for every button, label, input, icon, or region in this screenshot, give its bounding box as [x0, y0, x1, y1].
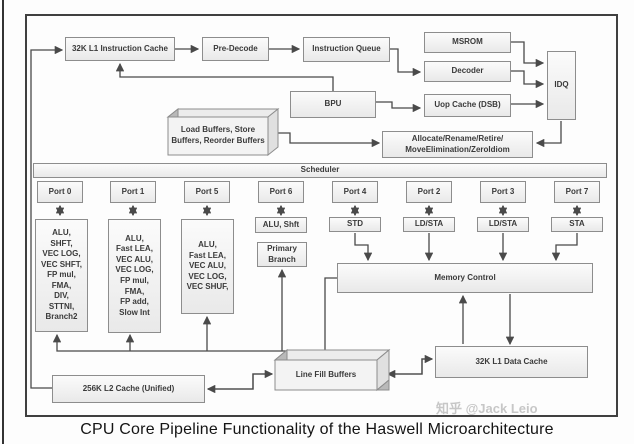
- node-port-7: Port 7: [554, 181, 600, 203]
- left-edge-strip: [2, 0, 4, 444]
- node-port6-alu-shft: ALU, Shft: [255, 217, 307, 233]
- node-port-6: Port 6: [258, 181, 304, 203]
- node-memory-control: Memory Control: [337, 263, 593, 293]
- node-port5-units: ALU, Fast LEA, VEC ALU, VEC LOG, VEC SHU…: [181, 219, 234, 314]
- node-port-2: Port 2: [406, 181, 452, 203]
- node-port4-std: STD: [329, 217, 381, 232]
- node-l1-instruction-cache: 32K L1 Instruction Cache: [65, 37, 175, 61]
- node-port-3: Port 3: [480, 181, 526, 203]
- node-instruction-queue: Instruction Queue: [303, 37, 390, 62]
- watermark: 知乎 @Jack Leio: [436, 401, 538, 416]
- node-load-store-reorder-buffers: Load Buffers, Store Buffers, Reorder Buf…: [171, 125, 265, 145]
- node-l2-cache: 256K L2 Cache (Unified): [52, 375, 205, 403]
- node-port-0: Port 0: [37, 181, 83, 203]
- node-line-fill-buffers: Line Fill Buffers: [295, 369, 357, 379]
- node-port-1: Port 1: [110, 181, 156, 203]
- node-allocate-rename-retire: Allocate/Rename/Retire/ MoveElimination/…: [382, 131, 533, 158]
- node-bpu: BPU: [290, 91, 376, 118]
- node-port-4: Port 4: [332, 181, 378, 203]
- node-port7-sta: STA: [551, 217, 603, 232]
- node-port3-ldsta: LD/STA: [477, 217, 529, 232]
- node-decoder: Decoder: [424, 61, 511, 82]
- diagram-border: [25, 14, 618, 417]
- node-l1-data-cache: 32K L1 Data Cache: [435, 346, 588, 378]
- node-msrom: MSROM: [424, 32, 511, 53]
- node-port2-ldsta: LD/STA: [403, 217, 455, 232]
- diagram-caption: CPU Core Pipeline Functionality of the H…: [80, 421, 554, 438]
- node-pre-decode: Pre-Decode: [202, 37, 269, 61]
- node-port1-units: ALU, Fast LEA, VEC ALU, VEC LOG, FP mul,…: [108, 219, 161, 333]
- node-scheduler: Scheduler: [33, 163, 607, 178]
- node-idq: IDQ: [547, 51, 576, 120]
- node-uop-cache: Uop Cache (DSB): [424, 94, 511, 117]
- node-primary-branch: Primary Branch: [257, 242, 307, 267]
- node-port0-units: ALU, SHFT, VEC LOG, VEC SHFT, FP mul, FM…: [35, 219, 88, 332]
- node-port-5: Port 5: [184, 181, 230, 203]
